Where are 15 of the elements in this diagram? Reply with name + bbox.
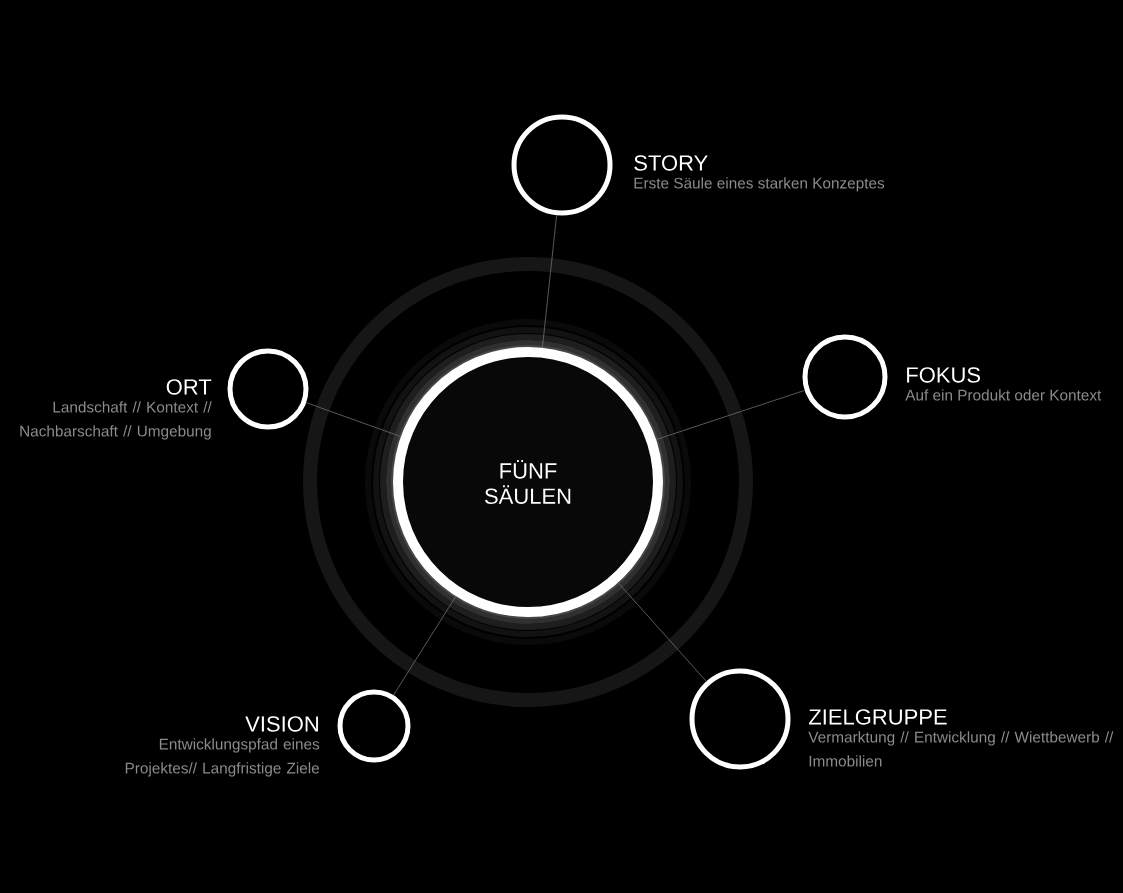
pillar-title: FOKUS	[907, 367, 981, 383]
connector-line	[617, 582, 707, 682]
pillar-description: Landschaft // Kontext // Nachbarschaft // Umgebung	[20, 401, 212, 440]
connector-line	[305, 402, 402, 437]
connector-line	[542, 214, 557, 349]
pillar-title: ORT	[166, 379, 212, 395]
pillar-title: VISION	[245, 716, 318, 732]
pillar-description: Entwicklungspfad eines Projektes// Langfristige Ziele	[125, 738, 320, 777]
pillar-title: ZIELGRUPPE	[808, 709, 947, 725]
pillar-title: STORY	[634, 155, 708, 171]
pillar-description: Vermarktung // Entwicklung // Wiettbewerb // Immobilien	[808, 731, 1114, 767]
connector-line	[393, 595, 457, 696]
pillar-description: Auf ein Produkt oder Kontext	[905, 389, 1102, 401]
connector-line	[655, 389, 806, 440]
pillar-description: Erste Säule eines starken Konzeptes	[634, 177, 885, 192]
